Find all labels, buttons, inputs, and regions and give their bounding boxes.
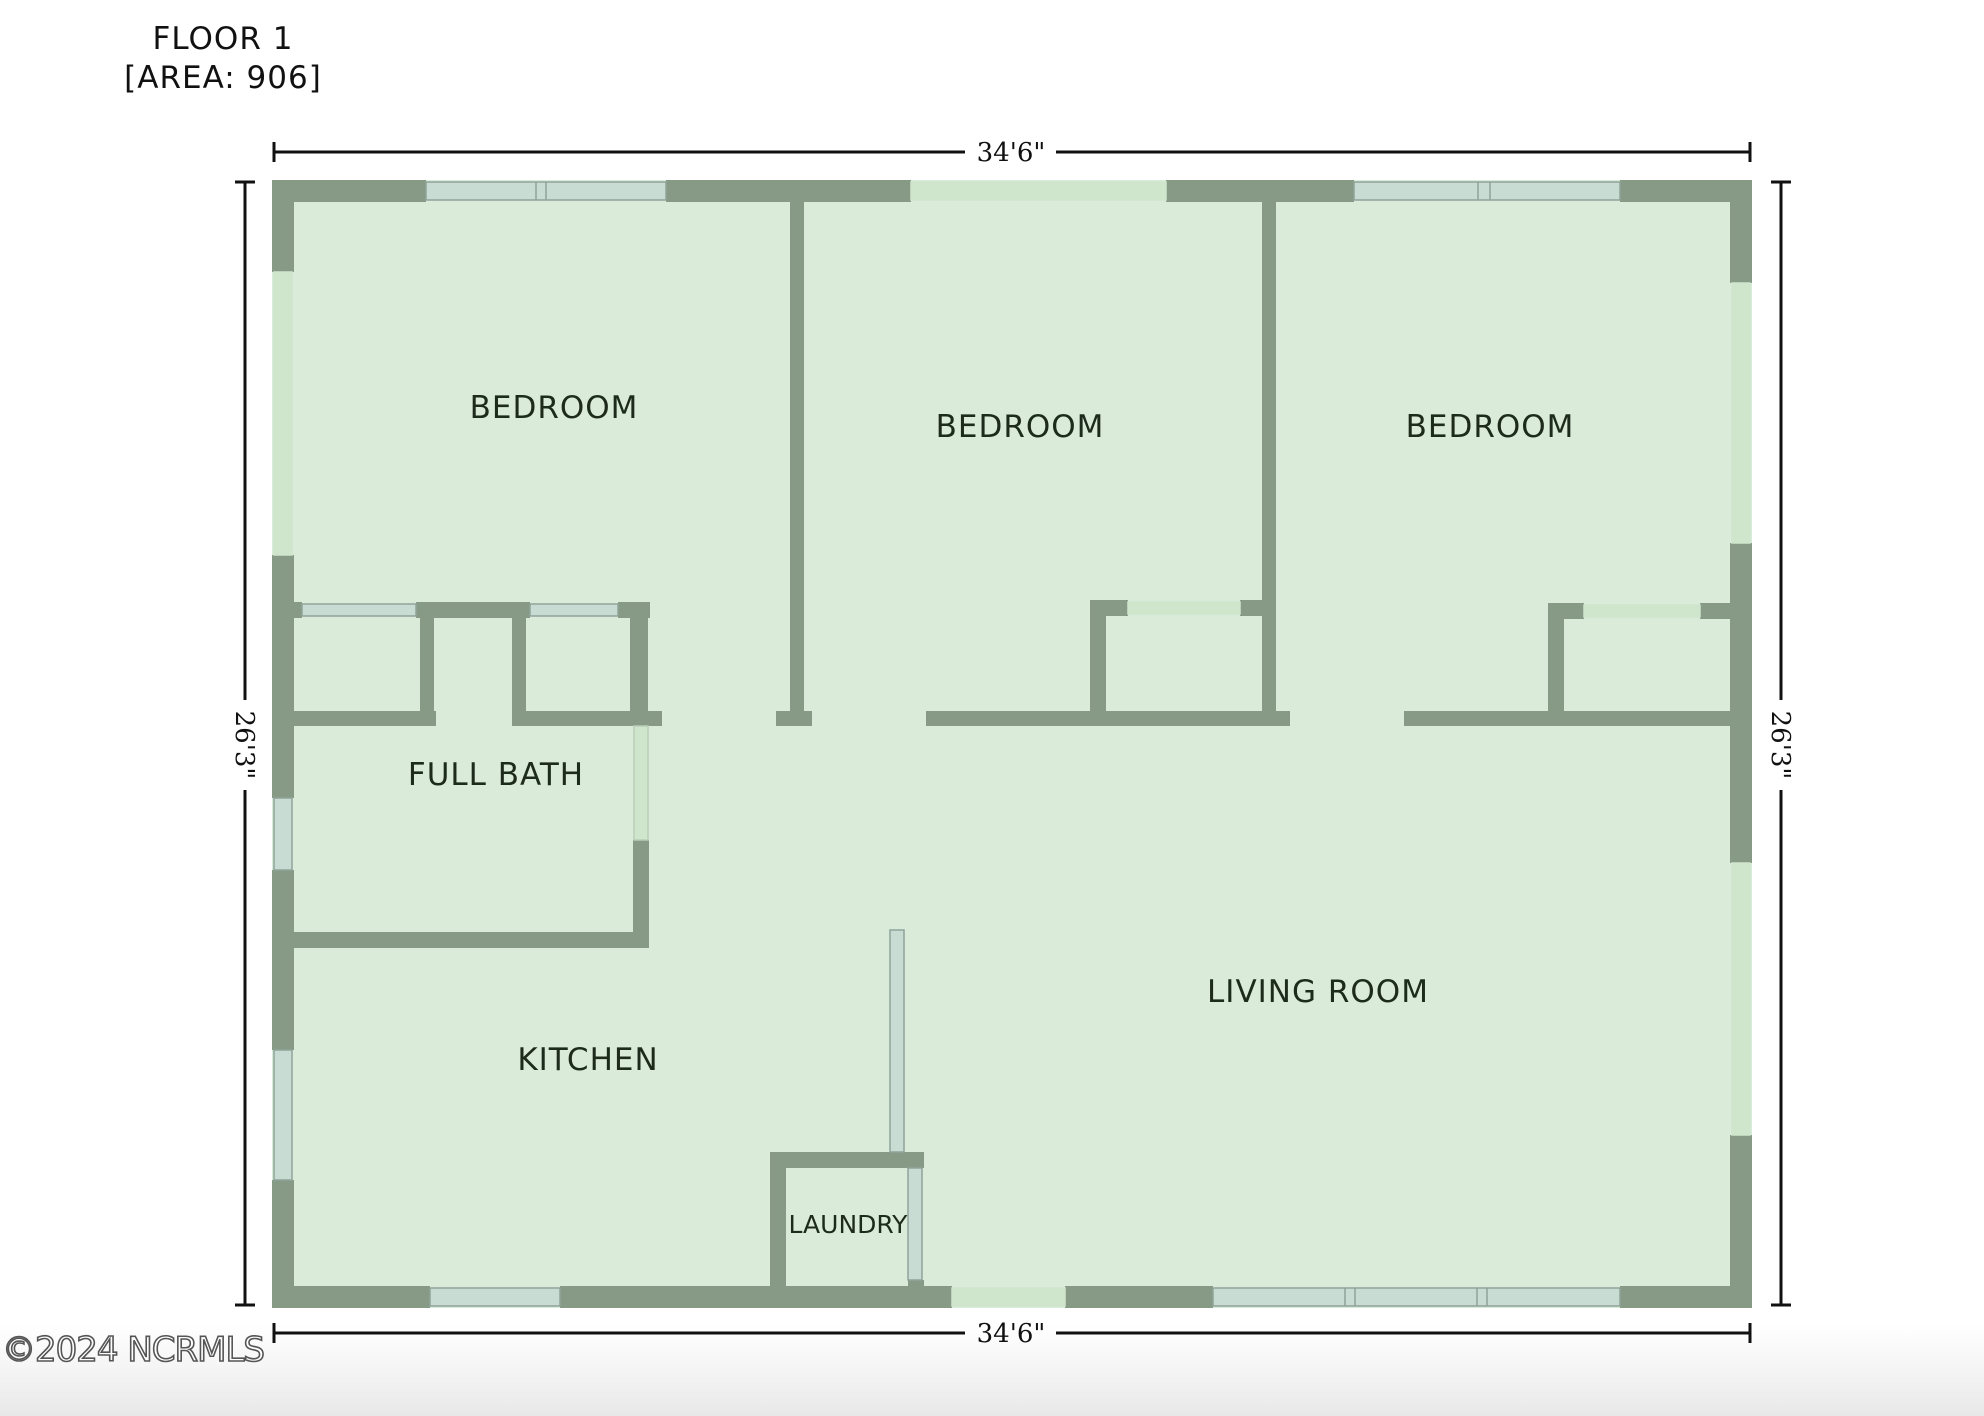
window-left-2 [273, 797, 293, 871]
dimension-right-label: 26'3" [1765, 711, 1795, 780]
room-label-bedroom-1: BEDROOM [470, 390, 639, 426]
dimension-bottom-label: 34'6" [977, 1319, 1046, 1349]
window-left-3 [273, 1049, 293, 1181]
window-top-3 [1353, 181, 1621, 201]
floor-title: FLOOR 1 [AREA: 906] [100, 20, 346, 98]
dimension-left [235, 180, 255, 1307]
window-bottom-3 [1212, 1287, 1621, 1307]
window-left-1 [273, 271, 293, 556]
window-right-1 [1731, 282, 1751, 544]
floor-area: [AREA: 906] [124, 60, 322, 96]
window-right-2 [1731, 862, 1751, 1136]
dimension-right [1771, 180, 1791, 1307]
dimension-left-label: 26'3" [229, 711, 259, 780]
dimension-top-label: 34'6" [977, 138, 1046, 168]
window-top-2 [910, 181, 1167, 201]
dimension-bottom [272, 1323, 1752, 1343]
partitions [301, 601, 1701, 1281]
room-label-laundry: LAUNDRY [789, 1210, 909, 1239]
room-label-bedroom-2: BEDROOM [936, 409, 1105, 445]
floor-name: FLOOR 1 [152, 21, 294, 57]
room-label-kitchen: KITCHEN [517, 1042, 658, 1078]
windows [273, 181, 1751, 1307]
window-bottom-1 [429, 1287, 561, 1307]
floor-area-fill [272, 180, 1752, 1308]
window-bottom-2 [951, 1287, 1066, 1307]
room-label-living-room: LIVING ROOM [1207, 974, 1429, 1010]
room-label-bedroom-3: BEDROOM [1406, 409, 1575, 445]
interior-walls [290, 200, 1734, 1292]
room-label-full-bath: FULL BATH [408, 757, 584, 793]
dimension-top [272, 142, 1752, 162]
copyright-watermark: ©2024 NCRMLS [1, 1329, 266, 1371]
exterior-walls [272, 180, 1752, 1308]
